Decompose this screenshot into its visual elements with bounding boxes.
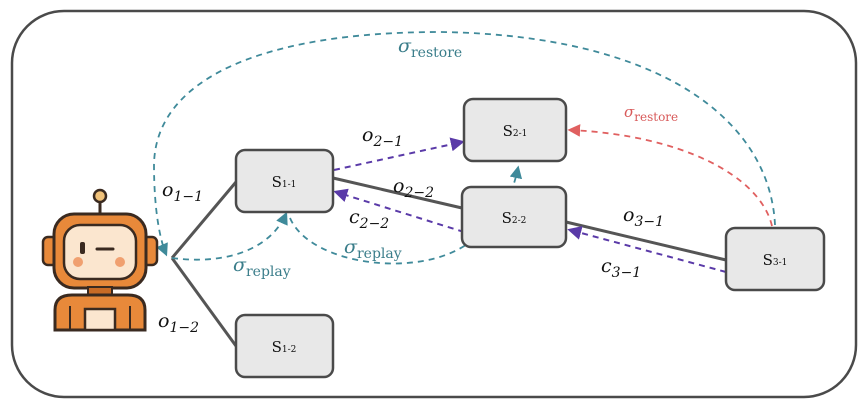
label-o11: o1−1	[162, 179, 203, 205]
node-s11: S1-1	[234, 148, 335, 214]
svg-text:S3-1: S3-1	[763, 251, 788, 269]
robot-icon	[41, 188, 159, 332]
label-o22: o2−2	[393, 175, 434, 201]
label-o21: o2−1	[362, 124, 403, 150]
node-s31: S3-1	[724, 226, 826, 292]
node-s21: S2-1	[462, 97, 568, 163]
node-s22: S2-2	[460, 185, 568, 249]
label-sigma-replay-2: σreplay	[344, 236, 402, 262]
arrow-c22	[333, 188, 465, 233]
outer-frame	[10, 9, 858, 399]
svg-text:S1-2: S1-2	[272, 338, 297, 356]
arrow-replay-1	[171, 211, 288, 261]
label-o12: o1−2	[158, 310, 199, 336]
arrow-c31	[567, 226, 727, 273]
svg-text:S1-1: S1-1	[272, 173, 297, 191]
edge-s11-s22	[332, 176, 463, 210]
svg-text:S2-2: S2-2	[502, 209, 527, 227]
node-s12: S1-2	[234, 313, 335, 379]
label-o31: o3−1	[623, 204, 664, 230]
label-sigma-restore-top: σrestore	[398, 35, 462, 61]
label-sigma-restore-right: σrestore	[624, 103, 678, 124]
edge-root-s11	[170, 181, 238, 259]
edge-root-s12	[170, 257, 238, 347]
svg-text:S2-1: S2-1	[503, 122, 528, 140]
label-sigma-replay-1: σreplay	[233, 254, 291, 280]
edge-s22-s31	[565, 220, 727, 262]
label-c31: c3−1	[601, 255, 641, 281]
label-c22: c2−2	[349, 206, 389, 232]
